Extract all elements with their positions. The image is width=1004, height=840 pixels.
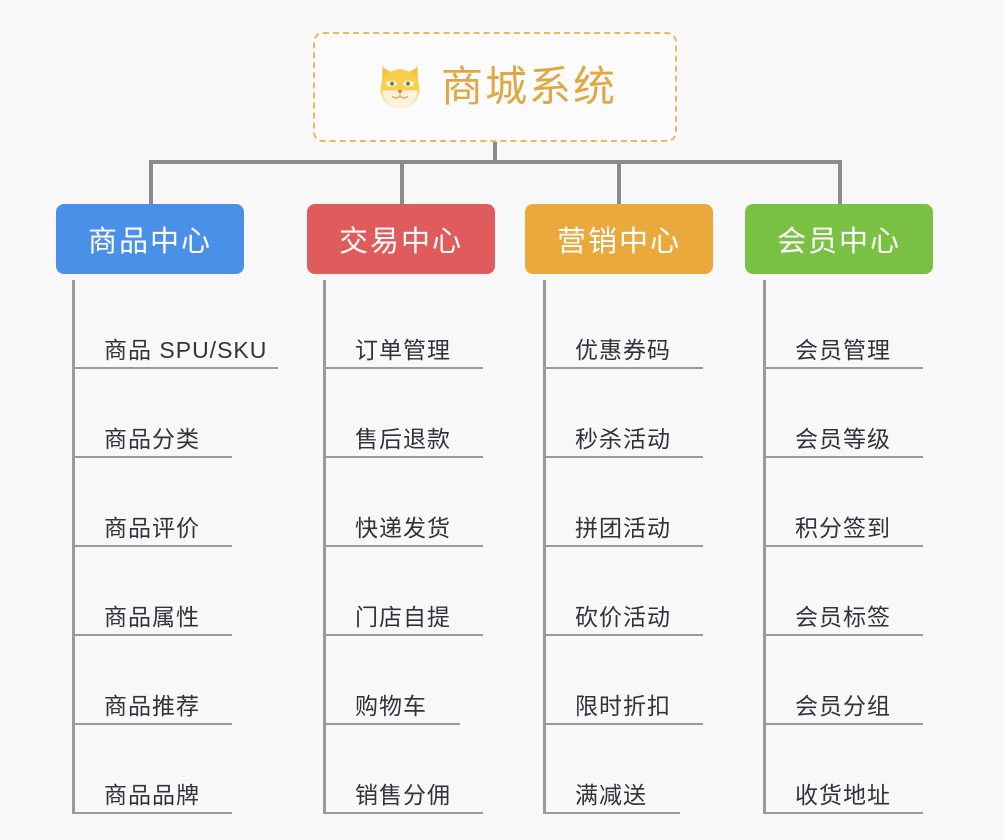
item-underline (72, 723, 232, 725)
list-item[interactable]: 商品推荐 (72, 636, 287, 725)
connector-drop-2 (400, 160, 404, 204)
list-item[interactable]: 商品品牌 (72, 725, 287, 814)
list-item-label: 优惠券码 (575, 336, 671, 363)
list-item-label: 商品评价 (104, 514, 200, 541)
list-item-label: 商品 SPU/SKU (104, 336, 268, 363)
item-underline (763, 812, 923, 814)
list-item-label: 购物车 (355, 692, 427, 719)
list-item-label: 商品属性 (104, 603, 200, 630)
category-label: 营销中心 (556, 226, 681, 258)
item-underline (323, 634, 483, 636)
category-box-0[interactable]: 商品中心 (56, 204, 244, 274)
item-underline (543, 634, 703, 636)
item-underline (763, 545, 923, 547)
list-item-label: 收货地址 (795, 781, 891, 808)
list-item-label: 会员管理 (795, 336, 891, 363)
list-item-label: 订单管理 (355, 336, 451, 363)
dog-face-icon (373, 60, 427, 114)
item-underline (72, 634, 232, 636)
root-title: 商城系统 (440, 63, 617, 110)
item-underline (323, 367, 483, 369)
item-underline (543, 545, 703, 547)
list-item-label: 砍价活动 (575, 603, 671, 630)
column-rail (323, 280, 326, 814)
connector-drop-4 (838, 160, 842, 204)
list-item[interactable]: 商品属性 (72, 547, 287, 636)
list-item[interactable]: 会员管理 (763, 280, 978, 369)
list-item-label: 商品分类 (104, 425, 200, 452)
list-item-label: 门店自提 (355, 603, 451, 630)
category-box-1[interactable]: 交易中心 (307, 204, 495, 274)
list-item-label: 拼团活动 (575, 514, 671, 541)
item-column-2: 优惠券码 秒杀活动 拼团活动 砍价活动 限时折扣 满减送 (543, 280, 758, 814)
connector-root-stem (493, 142, 497, 164)
column-rail (543, 280, 546, 814)
item-underline (543, 367, 703, 369)
list-item[interactable]: 砍价活动 (543, 547, 758, 636)
list-item[interactable]: 会员等级 (763, 369, 978, 458)
list-item-label: 会员分组 (795, 692, 891, 719)
item-underline (323, 456, 483, 458)
list-item[interactable]: 订单管理 (323, 280, 538, 369)
list-item[interactable]: 积分签到 (763, 458, 978, 547)
list-item-label: 商品品牌 (104, 781, 200, 808)
item-underline (323, 723, 460, 725)
list-item[interactable]: 商品 SPU/SKU (72, 280, 287, 369)
list-item[interactable]: 限时折扣 (543, 636, 758, 725)
list-item-label: 满减送 (575, 781, 647, 808)
connector-bus (149, 160, 842, 164)
list-item[interactable]: 售后退款 (323, 369, 538, 458)
item-underline (72, 545, 232, 547)
list-item[interactable]: 购物车 (323, 636, 538, 725)
list-item[interactable]: 会员分组 (763, 636, 978, 725)
item-underline (323, 545, 483, 547)
category-label: 会员中心 (776, 226, 901, 258)
list-item[interactable]: 商品分类 (72, 369, 287, 458)
list-item[interactable]: 商品评价 (72, 458, 287, 547)
list-item[interactable]: 拼团活动 (543, 458, 758, 547)
list-item-label: 会员标签 (795, 603, 891, 630)
item-underline (543, 456, 703, 458)
list-item[interactable]: 会员标签 (763, 547, 978, 636)
list-item-label: 会员等级 (795, 425, 891, 452)
connector-drop-3 (617, 160, 621, 204)
item-underline (543, 812, 680, 814)
list-item-label: 限时折扣 (575, 692, 671, 719)
connector-drop-1 (149, 160, 153, 204)
list-item[interactable]: 门店自提 (323, 547, 538, 636)
root-node[interactable]: 商城系统 (313, 32, 677, 142)
item-column-3: 会员管理 会员等级 积分签到 会员标签 会员分组 收货地址 (763, 280, 978, 814)
list-item-label: 售后退款 (355, 425, 451, 452)
list-item[interactable]: 收货地址 (763, 725, 978, 814)
item-underline (323, 812, 483, 814)
list-item[interactable]: 销售分佣 (323, 725, 538, 814)
item-underline (72, 812, 232, 814)
column-rail (72, 280, 75, 814)
item-column-0: 商品 SPU/SKU 商品分类 商品评价 商品属性 商品推荐 商品品牌 (72, 280, 287, 814)
list-item-label: 秒杀活动 (575, 425, 671, 452)
list-item[interactable]: 秒杀活动 (543, 369, 758, 458)
item-underline (72, 367, 278, 369)
list-item-label: 积分签到 (795, 514, 891, 541)
list-item[interactable]: 优惠券码 (543, 280, 758, 369)
category-label: 商品中心 (87, 226, 212, 258)
category-box-3[interactable]: 会员中心 (745, 204, 933, 274)
item-underline (763, 456, 923, 458)
list-item-label: 销售分佣 (355, 781, 451, 808)
list-item-label: 商品推荐 (104, 692, 200, 719)
list-item[interactable]: 满减送 (543, 725, 758, 814)
category-box-2[interactable]: 营销中心 (525, 204, 713, 274)
item-underline (763, 367, 923, 369)
item-underline (543, 723, 703, 725)
item-underline (72, 456, 232, 458)
item-underline (763, 723, 923, 725)
item-column-1: 订单管理 售后退款 快递发货 门店自提 购物车 销售分佣 (323, 280, 538, 814)
list-item-label: 快递发货 (355, 514, 451, 541)
item-underline (763, 634, 923, 636)
list-item[interactable]: 快递发货 (323, 458, 538, 547)
category-label: 交易中心 (338, 226, 463, 258)
column-rail (763, 280, 766, 814)
